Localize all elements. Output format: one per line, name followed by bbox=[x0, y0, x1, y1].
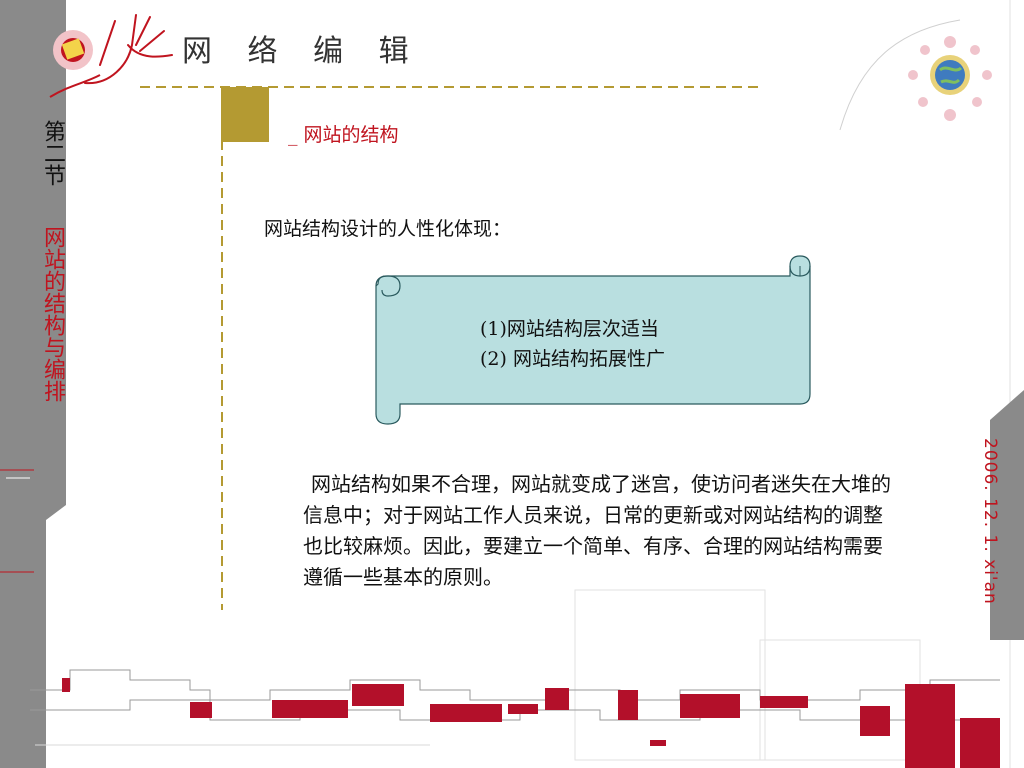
slide-subtitle: _ 网站的结构 bbox=[288, 124, 399, 146]
scroll-item: (2) 网站结构拓展性广 bbox=[480, 348, 665, 370]
date-label: 2006. 12. 1. xi'an bbox=[980, 438, 1000, 605]
scroll-banner: (1)网站结构层次适当 (2) 网站结构拓展性广 bbox=[370, 254, 820, 429]
gold-accent-square bbox=[221, 87, 269, 142]
section-number: 第二节 bbox=[40, 120, 65, 186]
scroll-items: (1)网站结构层次适当 (2) 网站结构拓展性广 bbox=[480, 314, 665, 374]
header-title: 网 络 编 辑 bbox=[182, 34, 422, 69]
scroll-item: (1)网站结构层次适当 bbox=[480, 318, 659, 340]
globe-icon bbox=[908, 36, 992, 121]
bottom-decoration bbox=[30, 669, 1000, 768]
scroll-shape bbox=[375, 255, 811, 425]
body-paragraph: 网站结构如果不合理，网站就变成了迷宫，使访问者迷失在大堆的信息中；对于网站工作人… bbox=[303, 472, 891, 589]
section-name: 网站的结构与编排 bbox=[40, 226, 65, 402]
hand-logo-icon bbox=[49, 14, 173, 98]
left-sidebar-band bbox=[0, 0, 66, 768]
intro-text: 网站结构设计的人性化体现： bbox=[264, 218, 512, 240]
